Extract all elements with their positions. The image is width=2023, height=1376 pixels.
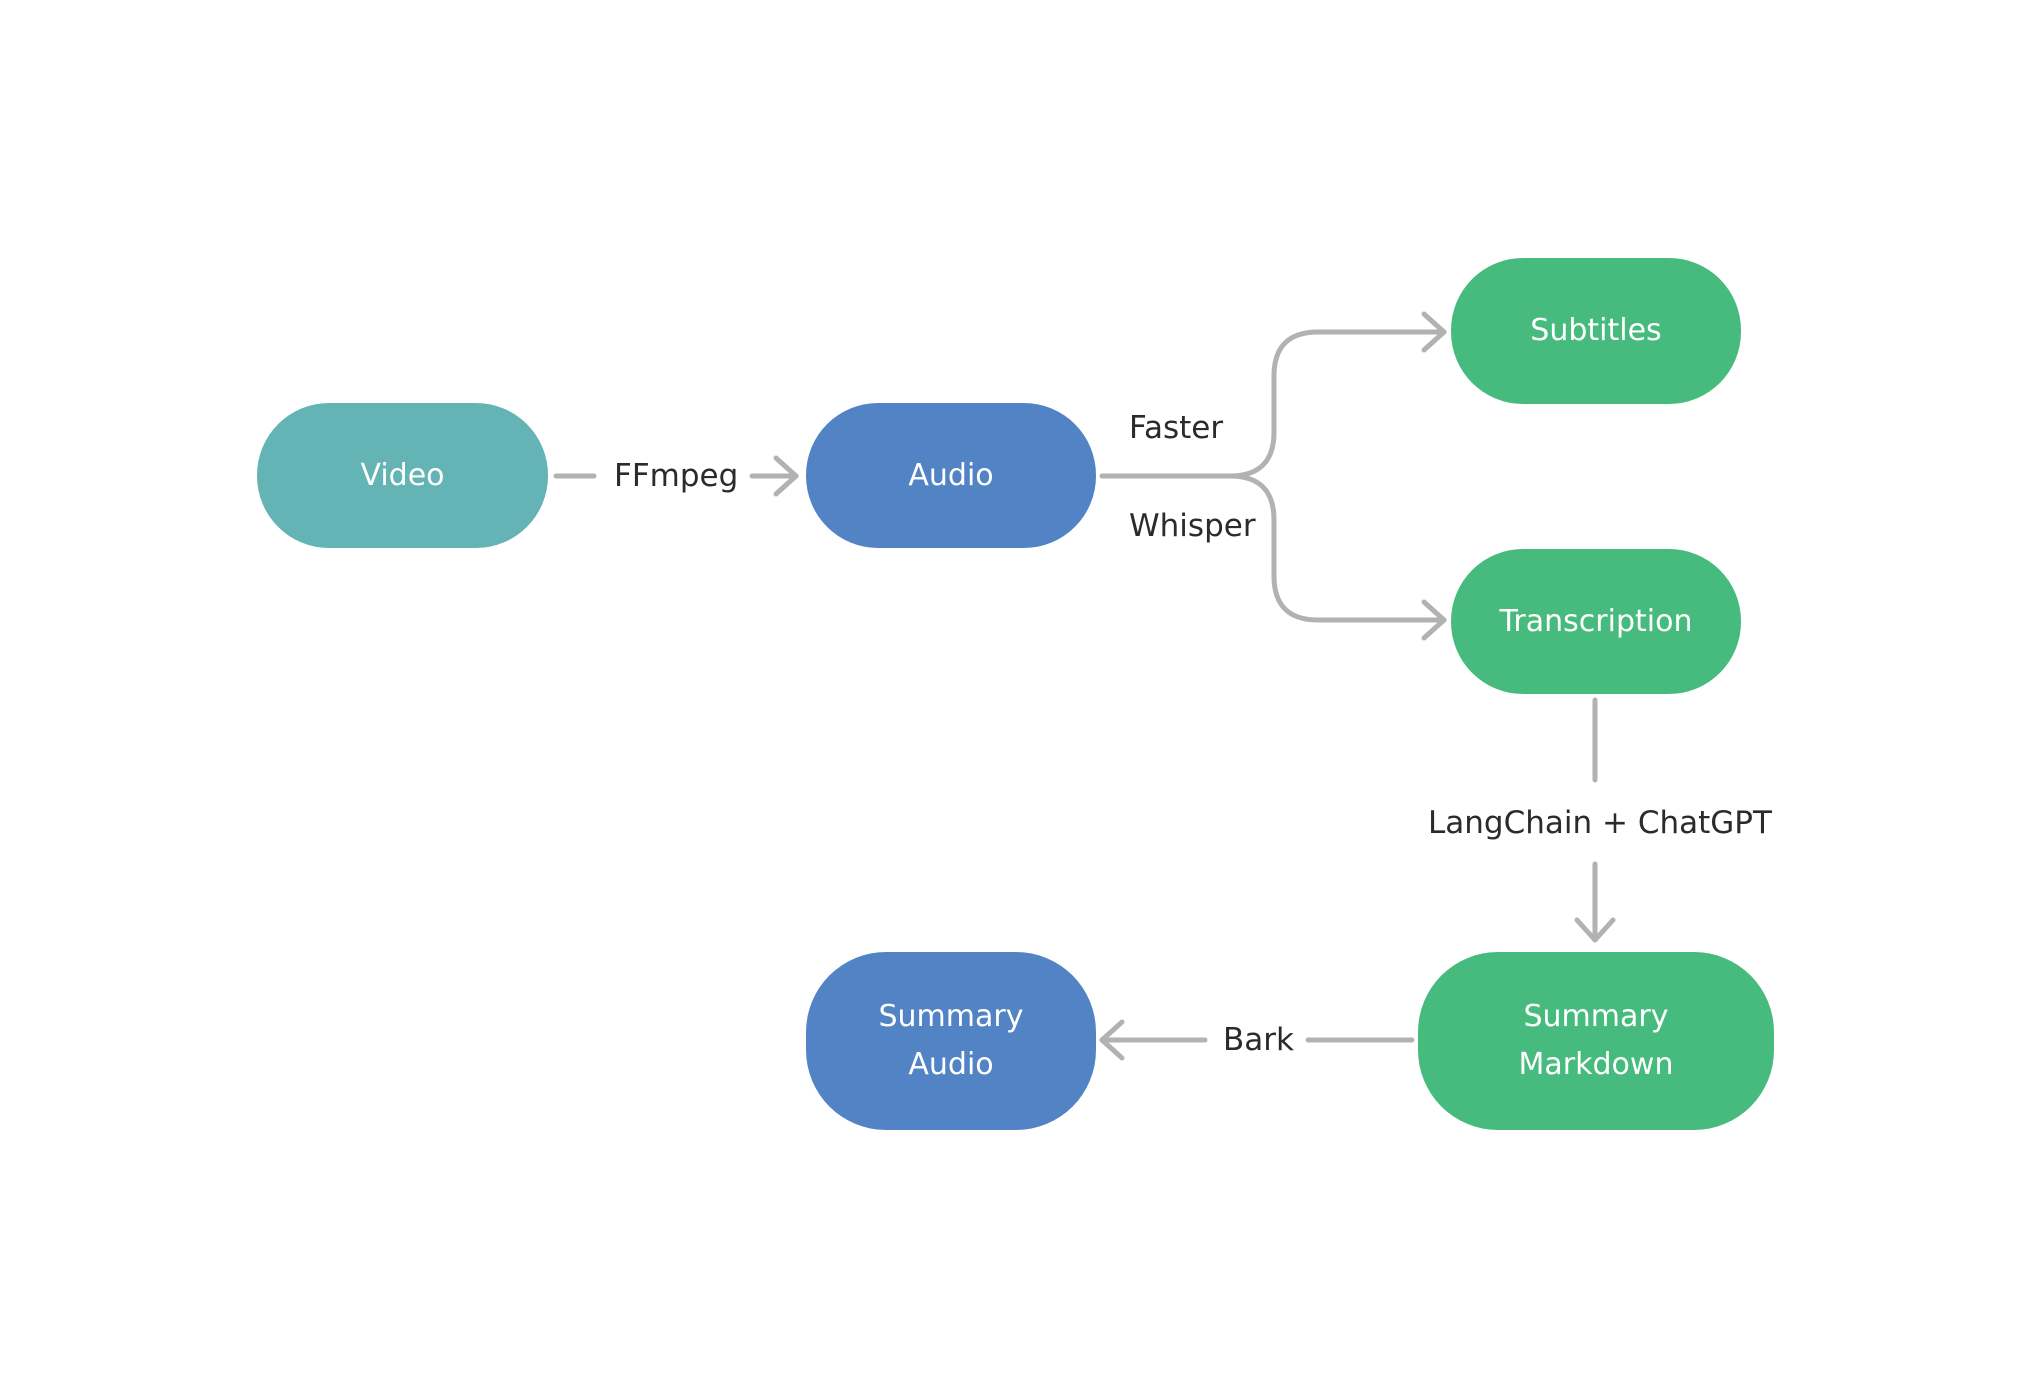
node-transcription-label: Transcription [1499, 603, 1693, 639]
edge-label-ffmpeg: FFmpeg [614, 458, 739, 494]
node-summary-markdown-line2: Markdown [1518, 1047, 1674, 1082]
node-summary-audio-line2: Audio [908, 1047, 994, 1082]
arrowhead-subtitles [1421, 311, 1447, 353]
node-summary-markdown: Summary Markdown [1418, 952, 1774, 1130]
node-subtitles: Subtitles [1451, 258, 1741, 404]
edge-split-to-transcription [1227, 473, 1447, 623]
edge-split-to-subtitles [1227, 329, 1447, 479]
node-video-label: Video [360, 457, 445, 493]
node-subtitles-label: Subtitles [1530, 313, 1662, 348]
node-summary-audio: Summary Audio [806, 952, 1096, 1130]
node-video: Video [257, 403, 548, 548]
edge-label-bark: Bark [1223, 1022, 1294, 1058]
arrowhead-audio [773, 455, 799, 497]
node-audio: Audio [806, 403, 1096, 548]
arrowhead-summary-audio [1099, 1019, 1125, 1061]
node-audio-label: Audio [908, 457, 994, 493]
edge-label-langchain: LangChain + ChatGPT [1428, 805, 1772, 841]
node-transcription: Transcription [1451, 549, 1741, 694]
node-summary-markdown-line1: Summary [1523, 999, 1669, 1034]
arrowhead-summary-markdown [1574, 917, 1616, 943]
node-summary-audio-line1: Summary [878, 999, 1024, 1034]
edge-label-whisper: Whisper [1129, 508, 1256, 544]
edge-label-faster: Faster [1129, 410, 1224, 446]
arrowhead-transcription [1421, 599, 1447, 641]
